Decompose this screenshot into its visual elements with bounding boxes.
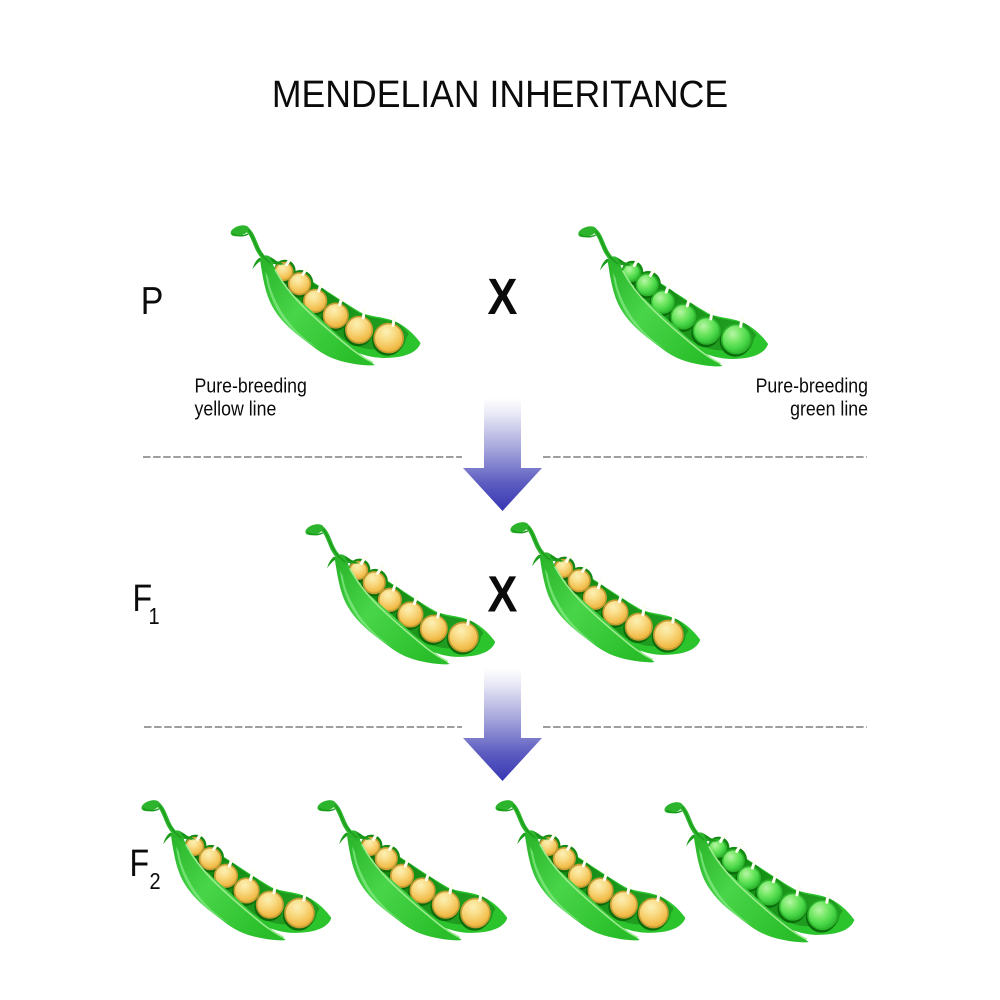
svg-text:X: X xyxy=(488,269,518,325)
svg-text:F: F xyxy=(130,843,150,885)
svg-text:green line: green line xyxy=(790,398,868,420)
svg-text:P: P xyxy=(141,279,164,323)
svg-text:X: X xyxy=(488,567,518,623)
svg-text:2: 2 xyxy=(150,867,161,894)
svg-text:yellow line: yellow line xyxy=(195,398,277,420)
svg-text:Pure-breeding: Pure-breeding xyxy=(756,375,868,397)
svg-text:MENDELIAN INHERITANCE: MENDELIAN INHERITANCE xyxy=(272,73,728,115)
svg-text:Pure-breeding: Pure-breeding xyxy=(195,375,307,397)
svg-text:F: F xyxy=(133,578,153,620)
svg-text:1: 1 xyxy=(149,602,160,629)
